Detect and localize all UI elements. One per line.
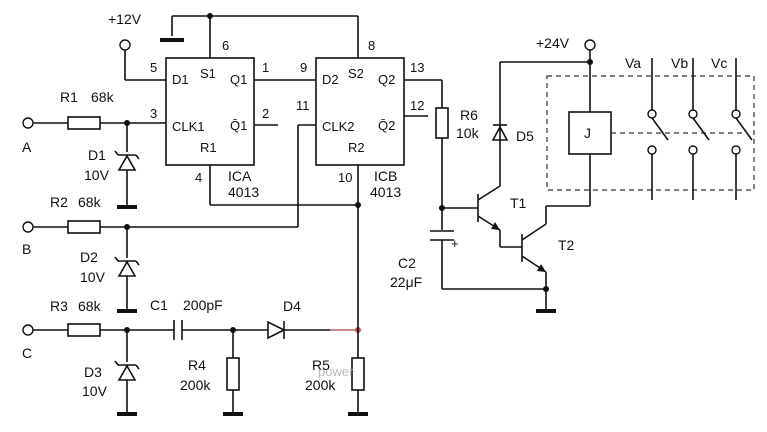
terminal-c <box>22 324 34 336</box>
supply-12v-label: +12V <box>108 11 142 27</box>
r3-name: R3 <box>50 298 68 314</box>
r2-name: R2 <box>50 194 68 210</box>
relay-coil-label: J <box>584 125 591 141</box>
d5-name: D5 <box>516 128 534 144</box>
icb-part: 4013 <box>370 184 401 200</box>
ica-pin6: 6 <box>222 38 229 53</box>
ic-icb <box>315 57 405 166</box>
icb-name: ICB <box>374 168 397 184</box>
svg-text:+: + <box>451 236 459 251</box>
icb-pin12: 12 <box>410 98 424 113</box>
icb-pin10: 10 <box>338 170 352 185</box>
c1-name: C1 <box>150 297 168 313</box>
ica-pin2: 2 <box>262 106 269 121</box>
zener-d3 <box>117 364 137 381</box>
t2-label: T2 <box>558 237 575 253</box>
relay-contact-vb <box>688 58 710 200</box>
d1-value: 10V <box>84 167 110 183</box>
ica-pin-r: R1 <box>200 140 217 155</box>
supply-24v-label: +24V <box>536 35 570 51</box>
resistor-r5 <box>351 357 365 391</box>
r4-value: 200k <box>180 377 211 393</box>
supply-12v-terminal <box>119 39 131 51</box>
terminal-c-label: C <box>22 345 32 361</box>
icb-pin8: 8 <box>368 38 375 53</box>
resistor-r6 <box>435 107 449 139</box>
r6-value: 10k <box>456 125 480 141</box>
supply-24v-terminal <box>584 39 596 51</box>
d4-name: D4 <box>283 298 301 314</box>
ica-pin-qbar: Q̄1 <box>230 118 247 133</box>
ica-pin-clk: CLK1 <box>172 119 205 134</box>
r1-value: 68k <box>91 89 115 105</box>
ica-pin3: 3 <box>150 106 157 121</box>
terminal-a-label: A <box>22 139 32 155</box>
ica-pin-d: D1 <box>172 72 189 87</box>
ica-pin-s: S1 <box>200 66 216 81</box>
d3-value: 10V <box>82 383 108 399</box>
resistor-r1 <box>67 116 101 130</box>
d3-name: D3 <box>84 364 102 380</box>
icb-pin-q: Q2 <box>378 72 395 87</box>
d2-name: D2 <box>80 249 98 265</box>
r2-value: 68k <box>78 194 102 210</box>
diode-d5 <box>491 125 509 141</box>
c2-value: 22μF <box>390 274 422 290</box>
ica-pin5: 5 <box>150 60 157 75</box>
contact-vb-label: Vb <box>671 55 688 71</box>
r5-name: R5 <box>312 357 330 373</box>
ica-part: 4013 <box>228 184 259 200</box>
icb-pin11: 11 <box>296 98 310 113</box>
icb-pin13: 13 <box>410 60 424 75</box>
icb-pin-r: R2 <box>348 140 365 155</box>
zener-d2 <box>117 260 137 277</box>
icb-pin-clk: CLK2 <box>322 119 355 134</box>
ica-pin4: 4 <box>195 170 202 185</box>
terminal-b <box>22 221 34 233</box>
r6-name: R6 <box>460 107 478 123</box>
relay-contact-va <box>647 58 669 200</box>
contact-vc-label: Vc <box>711 55 727 71</box>
d2-value: 10V <box>80 269 106 285</box>
zener-d1 <box>117 154 137 171</box>
contact-va-label: Va <box>625 55 641 71</box>
ica-pin1: 1 <box>262 60 269 75</box>
relay-enclosure <box>546 75 755 191</box>
icb-pin-d: D2 <box>322 72 339 87</box>
r5-value: 200k <box>305 377 336 393</box>
icb-pin9: 9 <box>300 60 307 75</box>
r1-name: R1 <box>60 89 78 105</box>
relay-contact-vc <box>731 58 753 200</box>
resistor-r2 <box>67 220 101 234</box>
c2-name: C2 <box>398 255 416 271</box>
d1-name: D1 <box>88 147 106 163</box>
r3-value: 68k <box>78 298 102 314</box>
icb-pin-qbar: Q̄2 <box>378 118 395 133</box>
resistor-r3 <box>67 323 101 337</box>
icb-pin-s: S2 <box>348 66 364 81</box>
ica-name: ICA <box>228 168 252 184</box>
t1-label: T1 <box>510 195 527 211</box>
resistor-r4 <box>226 357 240 391</box>
watermark: power <box>318 364 354 379</box>
r4-name: R4 <box>188 357 206 373</box>
ica-pin-q: Q1 <box>230 72 247 87</box>
terminal-b-label: B <box>22 241 31 257</box>
terminal-a <box>22 117 34 129</box>
diode-d4 <box>267 320 286 340</box>
c1-value: 200pF <box>183 297 223 313</box>
